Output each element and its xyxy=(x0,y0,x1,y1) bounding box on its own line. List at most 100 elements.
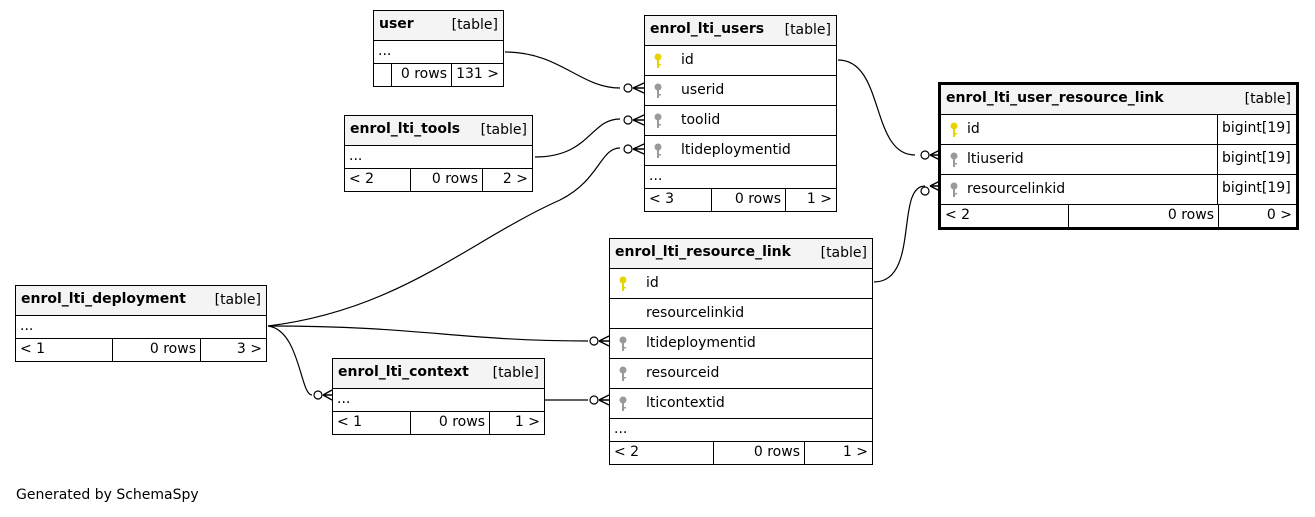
row-count: 0 rows xyxy=(713,442,804,464)
column-row[interactable]: resourcelinkid bigint[19] xyxy=(941,175,1296,205)
incoming-count: < 2 xyxy=(614,444,640,460)
incoming-count: < 3 xyxy=(649,191,675,207)
table-footer: < 1 0 rows 1 > xyxy=(333,412,544,434)
column-datatype: bigint[19] xyxy=(1217,115,1291,144)
foreign-key-icon xyxy=(619,366,627,381)
crowfoot-marker xyxy=(632,114,645,126)
column-row[interactable]: resourceid xyxy=(610,359,872,389)
table-type: [table] xyxy=(1244,91,1291,107)
row-count: 0 rows xyxy=(112,339,200,361)
foreign-key-icon xyxy=(654,113,662,128)
foreign-key-icon xyxy=(654,83,662,98)
column-name: toolid xyxy=(681,112,721,128)
column-name: resourceid xyxy=(646,365,720,381)
incoming-count: < 1 xyxy=(20,341,46,357)
row-count: 0 rows xyxy=(410,169,482,191)
table-type: [table] xyxy=(492,365,539,381)
table-enrol-lti-resource-link[interactable]: enrol_lti_resource_link [table] id resou… xyxy=(609,238,873,465)
column-name: lticontextid xyxy=(646,395,725,411)
row-count: 0 rows xyxy=(391,64,451,86)
table-type: [table] xyxy=(820,245,867,261)
zero-many-marker xyxy=(623,83,633,93)
outgoing-count: 1 > xyxy=(785,189,836,211)
table-type: [table] xyxy=(451,17,498,33)
outgoing-count: 3 > xyxy=(200,339,266,361)
table-name: enrol_lti_user_resource_link xyxy=(946,90,1164,106)
column-name: ltiuserid xyxy=(967,151,1024,167)
column-row[interactable]: resourcelinkid xyxy=(610,299,872,329)
table-header: user [table] xyxy=(374,11,503,41)
table-header: enrol_lti_user_resource_link [table] xyxy=(941,85,1296,115)
column-name: ltideploymentid xyxy=(681,142,791,158)
edge-enrol-lti-users-to-user-resource-link-ltiuserid xyxy=(837,59,916,156)
outgoing-count: 131 > xyxy=(451,64,503,86)
table-user[interactable]: user [table] ... 0 rows 131 > xyxy=(373,10,504,87)
column-row[interactable]: toolid xyxy=(645,106,836,136)
edge-user-to-enrol-lti-users-userid xyxy=(504,51,621,89)
table-enrol-lti-users[interactable]: enrol_lti_users [table] id userid toolid… xyxy=(644,15,837,212)
table-enrol-lti-tools[interactable]: enrol_lti_tools [table] ... < 2 0 rows 2… xyxy=(344,115,533,192)
column-row[interactable]: id bigint[19] xyxy=(941,115,1296,145)
foreign-key-icon xyxy=(950,152,958,167)
column-row[interactable]: id xyxy=(610,269,872,299)
table-header: enrol_lti_users [table] xyxy=(645,16,836,46)
table-header: enrol_lti_deployment [table] xyxy=(16,286,266,316)
zero-many-marker xyxy=(920,150,930,160)
foreign-key-icon xyxy=(619,396,627,411)
outgoing-count: 0 > xyxy=(1218,205,1296,227)
generated-by-footer: Generated by SchemaSpy xyxy=(16,487,199,503)
table-name: enrol_lti_tools xyxy=(350,121,461,137)
more-columns: ... xyxy=(374,41,503,64)
primary-key-icon xyxy=(950,122,958,137)
outgoing-count: 1 > xyxy=(489,412,544,434)
more-columns: ... xyxy=(610,419,872,442)
table-name: enrol_lti_deployment xyxy=(21,291,186,307)
column-row[interactable]: ltideploymentid xyxy=(645,136,836,166)
table-header: enrol_lti_tools [table] xyxy=(345,116,532,146)
crowfoot-marker xyxy=(322,389,333,401)
outgoing-count: 1 > xyxy=(804,442,872,464)
table-footer: 0 rows 131 > xyxy=(374,64,503,86)
column-name: resourcelinkid xyxy=(646,305,745,321)
table-footer: < 2 0 rows 1 > xyxy=(610,442,872,464)
table-footer: < 1 0 rows 3 > xyxy=(16,339,266,361)
column-name: userid xyxy=(681,82,725,98)
more-columns: ... xyxy=(645,166,836,189)
row-count: 0 rows xyxy=(711,189,785,211)
column-row[interactable]: ltideploymentid xyxy=(610,329,872,359)
edge-deployment-to-resource-link-ltideploymentid xyxy=(267,325,589,342)
table-enrol-lti-context[interactable]: enrol_lti_context [table] ... < 1 0 rows… xyxy=(332,358,545,435)
foreign-key-icon xyxy=(950,182,958,197)
table-enrol-lti-deployment[interactable]: enrol_lti_deployment [table] ... < 1 0 r… xyxy=(15,285,267,362)
crowfoot-marker xyxy=(632,82,645,94)
zero-many-marker xyxy=(313,390,323,400)
table-name: enrol_lti_resource_link xyxy=(615,244,791,260)
table-name: enrol_lti_users xyxy=(650,21,765,37)
primary-key-icon xyxy=(654,53,662,68)
table-name: enrol_lti_context xyxy=(338,364,469,380)
more-columns: ... xyxy=(16,316,266,339)
incoming-count xyxy=(374,64,391,86)
table-header: enrol_lti_resource_link [table] xyxy=(610,239,872,269)
column-row[interactable]: ltiuserid bigint[19] xyxy=(941,145,1296,175)
edge-deployment-to-context xyxy=(267,325,313,396)
zero-many-marker xyxy=(623,115,633,125)
table-enrol-lti-user-resource-link[interactable]: enrol_lti_user_resource_link [table] id … xyxy=(938,82,1299,230)
crowfoot-marker xyxy=(632,143,645,155)
more-columns: ... xyxy=(333,389,544,412)
more-columns: ... xyxy=(345,146,532,169)
incoming-count: < 2 xyxy=(349,171,375,187)
edge-tools-to-enrol-lti-users-toolid xyxy=(534,118,621,158)
column-row[interactable]: id xyxy=(645,46,836,76)
incoming-count: < 1 xyxy=(337,414,363,430)
table-header: enrol_lti_context [table] xyxy=(333,359,544,389)
table-name: user xyxy=(379,16,414,32)
column-row[interactable]: userid xyxy=(645,76,836,106)
table-footer: < 2 0 rows 0 > xyxy=(941,205,1296,227)
column-row[interactable]: lticontextid xyxy=(610,389,872,419)
primary-key-icon xyxy=(619,276,627,291)
foreign-key-icon xyxy=(619,336,627,351)
zero-many-marker xyxy=(920,186,930,196)
edge-resource-link-to-user-resource-link-resourcelinkid xyxy=(873,185,926,283)
